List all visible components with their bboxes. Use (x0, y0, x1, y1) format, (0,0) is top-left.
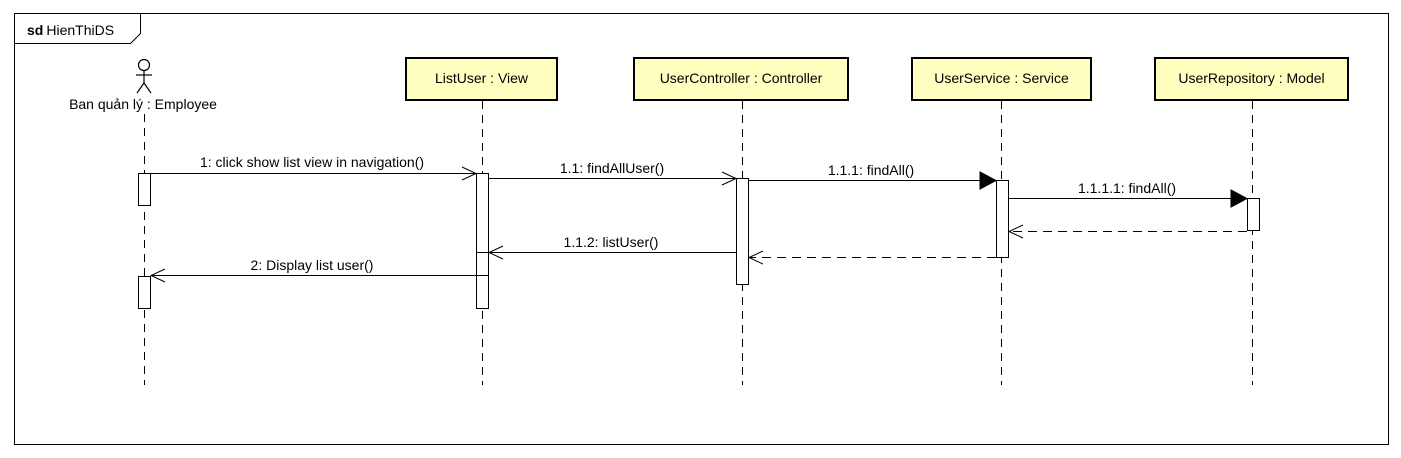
message-1-1-label: 1.1: findAllUser() (560, 160, 664, 176)
actor-label: Ban quản lý : Employee (69, 96, 217, 112)
lifeline-controller-label: UserController : Controller (660, 70, 823, 86)
message-1-1-2-label: 1.1.2: listUser() (564, 234, 659, 250)
lifeline-repository-label: UserRepository : Model (1178, 70, 1324, 86)
activation-actor-2 (138, 276, 151, 309)
message-2: 2: Display list user() (149, 257, 476, 283)
message-1-1-1-label: 1.1.1: findAll() (828, 162, 914, 178)
lifeline-controller: UserController : Controller (633, 57, 849, 101)
return-service-to-controller (747, 250, 996, 265)
lifeline-repository: UserRepository : Model (1154, 57, 1349, 101)
return-repository-to-service (1007, 224, 1247, 239)
activation-repository (1247, 198, 1260, 231)
activation-controller (736, 178, 749, 285)
message-1-1-1: 1.1.1: findAll() (749, 162, 998, 190)
activation-actor-1 (138, 173, 151, 206)
message-1: 1: click show list view in navigation() (150, 154, 478, 181)
message-1-1-1-1-label: 1.1.1.1: findAll() (1078, 180, 1176, 196)
lifeline-service: UserService : Service (911, 57, 1092, 101)
actor-employee: Ban quản lý : Employee (69, 58, 217, 112)
activation-service (996, 180, 1009, 258)
message-2-label: 2: Display list user() (251, 257, 374, 273)
activation-view (476, 173, 489, 309)
frame-tab (14, 13, 141, 44)
diagram-frame (14, 13, 1389, 445)
lifeline-view-label: ListUser : View (435, 70, 529, 86)
actor-head (137, 58, 151, 72)
message-1-1-2: 1.1.2: listUser() (487, 234, 736, 260)
lifeline-view: ListUser : View (405, 57, 558, 101)
lifeline-service-label: UserService : Service (934, 70, 1069, 86)
message-1-label: 1: click show list view in navigation() (200, 154, 424, 170)
message-1-1: 1.1: findAllUser() (489, 160, 738, 186)
message-1-1-1-1: 1.1.1.1: findAll() (1009, 180, 1249, 208)
